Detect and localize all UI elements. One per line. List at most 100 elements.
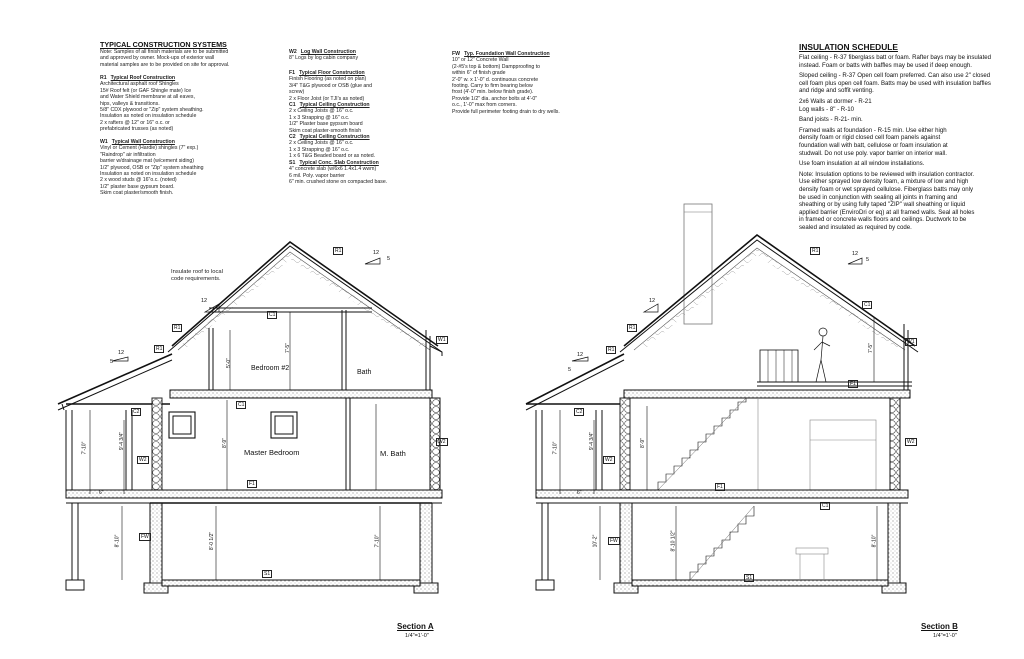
dim-label: 8'-0 1/2" [209, 531, 216, 551]
pitch-rise: 12 [118, 350, 125, 356]
spec-tag: R1 [100, 75, 107, 81]
tag-w2: W2 [436, 438, 448, 446]
spec-title: Typical Floor Construction [299, 70, 365, 76]
spec-line: 1/2" plaster base gypsum board. [100, 183, 175, 190]
insulation-line: in framed or concrete walls floors and c… [799, 216, 967, 224]
tag-r1: R1 [333, 247, 344, 255]
spec-line: 5/8" CDX plywood or "Zip" system sheathi… [100, 107, 204, 114]
spec-tag: F1 [289, 70, 296, 76]
tag-fw: FW [139, 533, 151, 541]
insulation-line: density foam or rigid closed cell foam p… [799, 134, 941, 142]
tag-w1: W1 [905, 338, 917, 346]
dim-label: 8'-10" [114, 534, 121, 548]
dim-label: 7'-5" [284, 343, 291, 353]
spec-line: Vinyl or Cement (Hardie) shingles (7" ex… [100, 145, 199, 152]
section-b-title: Section B [921, 622, 958, 631]
room-bedroom-2: Bedroom #2 [251, 365, 290, 372]
dim-label: 8'-9" [221, 438, 228, 448]
tag-r1: R1 [627, 324, 638, 332]
insulation-line: sheathing or by using fully taped "ZIP" … [799, 201, 966, 209]
section-a-scale: 1/4"=1'-0" [405, 633, 429, 639]
pitch-run: 5 [568, 367, 572, 373]
spec-line: Skim coat plaster-smooth finish [289, 127, 362, 134]
tag-c2: C2 [131, 408, 142, 416]
spec-line: Provide full perimeter footing drain to … [452, 108, 560, 115]
insulation-line: density foam or wet sprayed cellulose. F… [799, 185, 974, 193]
tag-w1: W1 [436, 336, 448, 344]
spec-line: Finish Flooring (as noted on plan) [289, 76, 367, 83]
spec-tag: FW [452, 51, 461, 57]
intro-line: Note: Samples of all finish materials ar… [100, 49, 229, 55]
spec-line: Provide 1/2" dia. anchor bolts at 4'-0" [452, 95, 538, 102]
roof-note-line: code requirements. [171, 276, 221, 282]
insulation-line: Flat ceiling - R-37 fiberglass batt or f… [799, 54, 992, 61]
spec-line: 1/2" Plaster base gypsum board [289, 121, 363, 128]
insulation-line: applied barrier (EnviroDri or eq) at all… [799, 208, 975, 216]
construction-intro: Note: Samples of all finish materials ar… [100, 49, 229, 68]
tag-r1: R1 [810, 247, 821, 255]
spec-line: Skim coat plaster/smooth finish. [100, 190, 174, 197]
spec-line: o.c., 1'-0" max from corners. [452, 102, 517, 109]
spec-line: 2 x Ceiling Joists @ 16" o.c. [289, 140, 354, 147]
pitch-rise: 12 [649, 298, 656, 304]
roof-note: Insulate roof to local code requirements… [171, 269, 223, 283]
tag-s1: S1 [744, 574, 755, 582]
pitch-rise: 12 [201, 298, 208, 304]
intro-line: material samples are to be provided on s… [100, 61, 230, 68]
dim-label: 8'-10" [871, 534, 878, 548]
pitch-rise: 12 [373, 250, 380, 256]
spec-title: Typ. Foundation Wall Construction [464, 51, 550, 57]
insulation-line: sealed and insulated as required by code… [799, 223, 912, 231]
dim-label: 7'-10" [81, 441, 88, 455]
tag-f1: F1 [848, 380, 858, 388]
spec-line: barrier w/drainage mat (w/cement siding) [100, 158, 194, 165]
room-master-bedroom: Master Bedroom [244, 448, 300, 457]
pitch-run: 5 [866, 257, 870, 263]
spec-tag: W1 [100, 139, 108, 145]
insulation-line: and ridge and soffit venting. [799, 87, 874, 95]
spec-line: within 6" of finish grade [452, 70, 506, 77]
spec-tag: W2 [289, 49, 297, 55]
insulation-line: Sloped ceiling - R-37 Open cell foam pre… [799, 72, 991, 80]
section-a-title: Section A [397, 622, 434, 631]
spec-line: 1/2" plywood, OSB or "Zip" system sheath… [100, 164, 204, 171]
pitch-symbols [111, 257, 863, 362]
spec-line: 1 x 3 Strapping @ 16" o.c. [289, 146, 350, 153]
tag-c1: C1 [267, 311, 278, 319]
spec-title: Typical Roof Construction [110, 75, 176, 81]
spec-line: 1 x 3 Strapping @ 16" o.c. [289, 114, 350, 121]
insulation-line: Framed walls at foundation - R-15 min. U… [799, 126, 947, 134]
spec-line: 6" min. crushed stone on compacted base. [289, 178, 388, 185]
spec-line: "Raindrop" air infiltration [100, 151, 156, 158]
insulation-line: Use foam insulation at all window instal… [799, 160, 925, 168]
spec-tag: S1 [289, 159, 296, 166]
tag-r1: R1 [154, 345, 165, 353]
spec-line: Insulation as noted on insulation schedu… [100, 171, 197, 178]
room-master-bath: M. Bath [380, 449, 406, 458]
spec-line: (2-#5's top & bottom) Dampproofing to [452, 63, 541, 70]
tag-c1: C1 [820, 502, 831, 510]
spec-line: 2 x Floor Joist (or TJI's as noted) [289, 95, 365, 102]
dim-label: 8'-9" [639, 438, 646, 448]
dim-label: 5'-0" [225, 358, 232, 368]
spec-line: and Water Shield membrane at all eaves, [100, 94, 195, 101]
spec-line: 2'-0" w. x 1'-0" d. continuous concrete [452, 76, 539, 83]
spec-line: 3/4" T&G plywood or OSB (glue and [289, 82, 373, 89]
section-b-dimensions [559, 318, 878, 580]
dim-label: 7'-10" [374, 534, 381, 548]
spec-title: Typical Wall Construction [111, 139, 175, 145]
dim-label: 6" [577, 490, 582, 496]
section-a-dimensions [89, 312, 381, 580]
dim-label: 9'-4 3/4" [589, 431, 596, 451]
spec-line: 4" concrete slab (w/6x6 1.4x1.4 wwm) [289, 166, 377, 173]
dim-label: 7'-5" [867, 343, 874, 353]
spec-title: Typical Ceiling Construction [299, 134, 370, 141]
construction-title: TYPICAL CONSTRUCTION SYSTEMS [100, 40, 227, 49]
tag-w2: W2 [137, 456, 149, 464]
spec-line: 15# Roof felt (or GAF Shingle mate) Ice [100, 87, 192, 94]
